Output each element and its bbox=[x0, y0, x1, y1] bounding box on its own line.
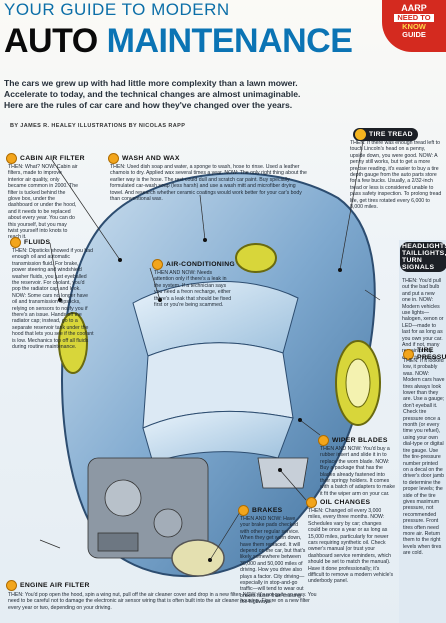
rear-window bbox=[142, 410, 294, 464]
engine-air-filter-text: THEN: You'd pop open the hood, spin a wi… bbox=[8, 592, 317, 611]
front-wheel bbox=[335, 340, 381, 426]
badge-line-3: KNOW bbox=[402, 22, 426, 31]
wiper-blades-label: WIPER BLADES bbox=[318, 435, 388, 446]
tire-tread-label: TIRE TREAD bbox=[353, 128, 418, 141]
tire-pressure-text: THEN: If it looked low, it probably was.… bbox=[403, 358, 445, 557]
deck-text: The cars we grew up with had little more… bbox=[4, 78, 301, 110]
byline: BY JAMES R. HEALEY ILLUSTRATIONS BY NICO… bbox=[10, 123, 186, 129]
badge-line-4: GUIDE bbox=[402, 30, 426, 39]
engine-air-filter-label: ENGINE AIR FILTER bbox=[6, 580, 90, 591]
tire-tread-text: THEN: If there was enough tread left to … bbox=[350, 140, 442, 211]
air-conditioning-label: AIR-CONDITIONING bbox=[152, 259, 235, 270]
snowflake-icon bbox=[152, 259, 163, 270]
air-conditioning-text: THEN AND NOW: Needs attention only if th… bbox=[154, 270, 232, 309]
car-illustration bbox=[58, 172, 381, 578]
right-column-shade bbox=[399, 240, 446, 623]
oil-changes-label: OIL CHANGES bbox=[306, 497, 370, 508]
engine-filter-icon bbox=[6, 580, 17, 591]
tire-pressure-label: TIRE PRESSURE bbox=[403, 347, 446, 361]
title-maintenance: MAINTENANCE bbox=[106, 22, 353, 60]
tire-icon bbox=[355, 129, 366, 140]
page-title: AUTO MAINTENANCE bbox=[4, 22, 353, 60]
headlights-text: THEN: You'd pull out the bad bulb and pu… bbox=[402, 278, 444, 361]
gauge-icon bbox=[403, 348, 414, 360]
wash-and-wax-text: THEN: Used dish soap and water, a sponge… bbox=[110, 164, 307, 203]
fluids-text: THEN: Dipsticks showed if you had enough… bbox=[12, 248, 94, 351]
oil-changes-text: THEN: Changed oil every 3,000 miles, eve… bbox=[308, 508, 394, 585]
badge-line-1: AARP bbox=[401, 3, 427, 13]
brake-icon bbox=[238, 505, 249, 516]
badge-line-2: NEED TO bbox=[394, 14, 434, 22]
drop-icon bbox=[10, 237, 21, 248]
cabin-air-filter-text: THEN: What? NOW: Cabin air filters, made… bbox=[8, 164, 78, 241]
title-auto: AUTO bbox=[4, 22, 98, 60]
headlights-label: HEADLIGHTS, TAILLIGHTS, TURN SIGNALS bbox=[400, 242, 446, 272]
kicker: YOUR GUIDE TO MODERN bbox=[4, 0, 230, 19]
cabin-air-filter-label: CABIN AIR FILTER bbox=[6, 153, 85, 164]
wiper-blades-text: THEN AND NOW: You'd buy a rubber insert … bbox=[320, 446, 395, 497]
rear-wheel bbox=[58, 243, 277, 374]
wash-and-wax-label: WASH AND WAX bbox=[108, 153, 180, 164]
wiper-icon bbox=[318, 435, 329, 446]
fluids-label: FLUIDS bbox=[10, 237, 50, 248]
aarp-badge: AARP NEED TO KNOW GUIDE bbox=[382, 0, 446, 52]
brake-assembly bbox=[171, 539, 225, 577]
sponge-icon bbox=[108, 153, 119, 164]
brakes-text: THEN AND NOW: Have your brake pads check… bbox=[240, 516, 306, 606]
engine-bay bbox=[87, 457, 209, 559]
brakes-label: BRAKES bbox=[238, 505, 283, 516]
filter-icon bbox=[6, 153, 17, 164]
oil-can-icon bbox=[306, 497, 317, 508]
